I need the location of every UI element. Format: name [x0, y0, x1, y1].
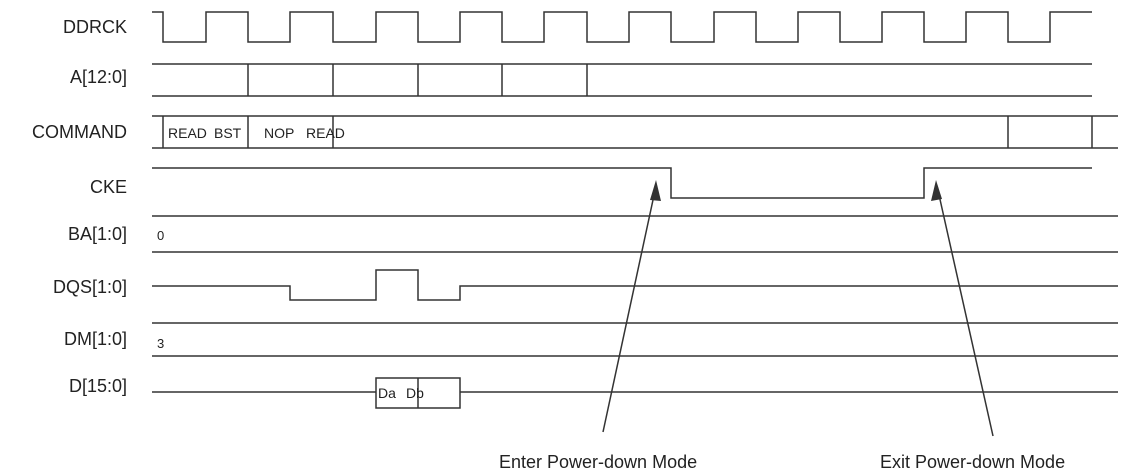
command-nop: NOP [264, 125, 294, 141]
dm-value: 3 [157, 336, 164, 351]
label-cke: CKE [90, 177, 127, 197]
enter-power-down-label: Enter Power-down Mode [499, 452, 697, 472]
label-data: D[15:0] [69, 376, 127, 396]
command-bus [152, 115, 1118, 149]
dqs-waveform [152, 269, 1118, 301]
ddrck-waveform [152, 11, 1092, 43]
ba-value: 0 [157, 228, 164, 243]
label-address: A[12:0] [70, 67, 127, 87]
command-read-2: READ [306, 125, 345, 141]
enter-arrow [602, 180, 661, 433]
cke-waveform [152, 167, 1092, 199]
command-read-1: READ [168, 125, 207, 141]
data-da: Da [378, 385, 396, 401]
label-dqs: DQS[1:0] [53, 277, 127, 297]
command-bst: BST [214, 125, 242, 141]
label-command: COMMAND [32, 122, 127, 142]
data-db: Db [406, 385, 424, 401]
label-dm: DM[1:0] [64, 329, 127, 349]
data-bus [152, 377, 1118, 409]
exit-power-down-label: Exit Power-down Mode [880, 452, 1065, 472]
address-bus [152, 63, 1092, 97]
label-ddrck: DDRCK [63, 17, 127, 37]
label-ba: BA[1:0] [68, 224, 127, 244]
exit-arrow [931, 180, 994, 437]
